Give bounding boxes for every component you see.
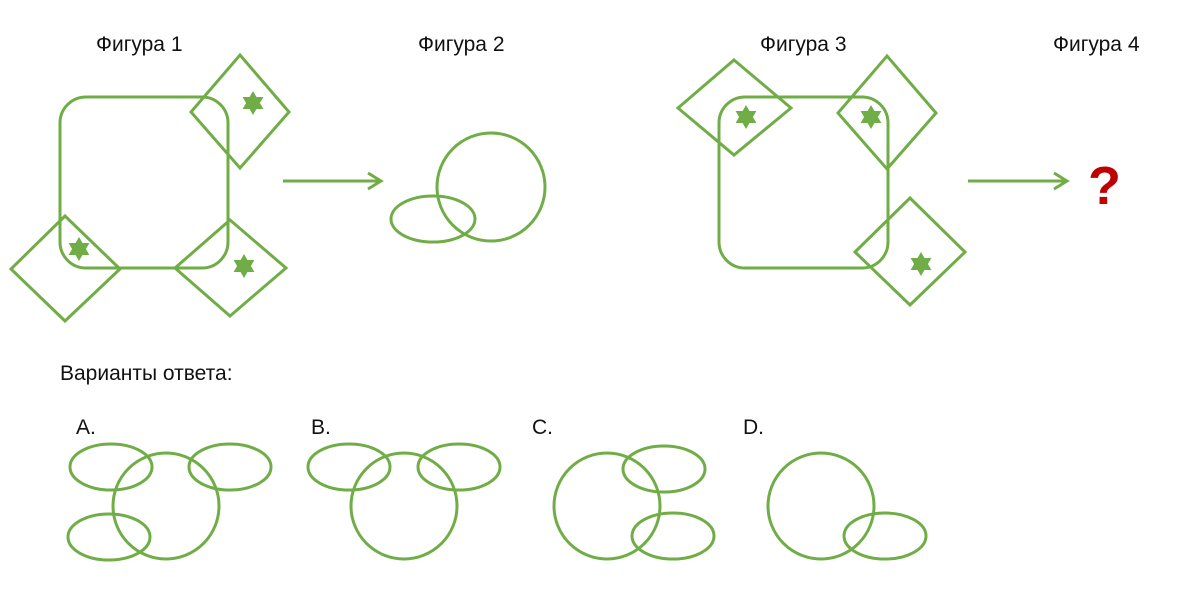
figure-1-diamond-bottom-right: [172, 218, 289, 318]
figure-2-label: Фигура 2: [418, 33, 505, 56]
option-a-label: A.: [76, 416, 96, 439]
figure-1-rounded-square: [58, 95, 230, 270]
figure-2-small-ellipse: [389, 194, 477, 244]
option-b-ellipse-top-left: [306, 442, 392, 492]
six-point-star-icon: [68, 237, 90, 261]
figure-3-diamond-top-left: [675, 58, 794, 157]
option-d-ellipse-bottom-right: [842, 511, 928, 561]
six-point-star-icon: [910, 252, 932, 276]
arrow-right-icon: [968, 171, 1070, 191]
figure-1-label: Фигура 1: [96, 33, 183, 56]
figure-2-large-circle: [435, 131, 547, 243]
option-c-ellipse-top-right: [621, 444, 707, 494]
option-a-ellipse-bottom-left: [66, 512, 152, 562]
option-c-large-circle: [552, 451, 662, 561]
six-point-star-icon: [242, 91, 264, 115]
option-a-large-circle: [111, 451, 221, 561]
figure-3-rounded-square: [717, 95, 890, 270]
option-c-label: C.: [532, 416, 553, 439]
figure-1-diamond-top-right: [189, 52, 291, 171]
figure-1-diamond-bottom-left: [8, 213, 123, 324]
option-d-figure[interactable]: [766, 451, 928, 561]
option-a-figure[interactable]: [66, 442, 273, 562]
six-point-star-icon: [233, 254, 255, 278]
figure-3-label: Фигура 3: [760, 33, 847, 56]
six-point-star-icon: [860, 105, 882, 129]
figure-3-diamond-top-right: [836, 53, 938, 172]
question-mark-icon: ?: [1088, 156, 1121, 216]
six-point-star-icon: [735, 105, 757, 129]
option-c-ellipse-bottom-right: [630, 511, 716, 561]
arrow-right-icon: [283, 171, 384, 191]
figure-1: [8, 52, 291, 324]
option-d-large-circle: [766, 451, 876, 561]
option-b-figure[interactable]: [306, 442, 502, 561]
figure-2: [389, 131, 547, 244]
option-c-figure[interactable]: [552, 444, 716, 561]
option-b-label: B.: [311, 416, 331, 439]
figure-3-diamond-bottom-right: [852, 195, 968, 308]
figure-3: [675, 53, 968, 308]
option-a-ellipse-top-right: [187, 442, 273, 492]
figure-4-label: Фигура 4: [1053, 33, 1140, 56]
option-d-label: D.: [743, 416, 764, 439]
option-b-ellipse-top-right: [416, 442, 502, 492]
answers-heading: Варианты ответа:: [60, 362, 233, 385]
option-b-large-circle: [349, 451, 459, 561]
option-a-ellipse-top-left: [68, 442, 154, 492]
